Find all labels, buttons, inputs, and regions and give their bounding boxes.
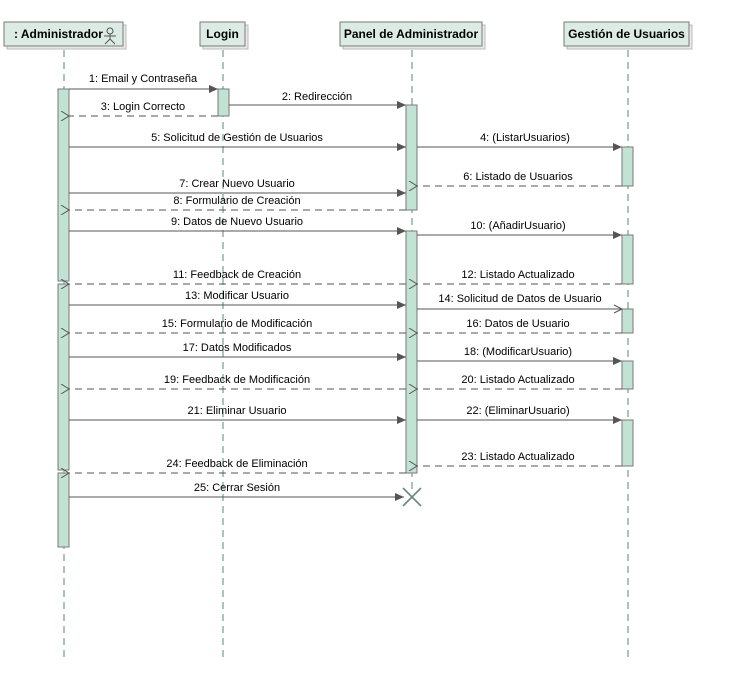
header-panel[interactable]: Panel de Administrador xyxy=(339,21,486,50)
message-7[interactable]: 7: Crear Nuevo Usuario xyxy=(69,178,406,197)
message-11-label: 11: Feedback de Creación xyxy=(173,269,301,281)
message-23-label: 23: Listado Actualizado xyxy=(461,451,574,463)
message-8-label: 8: Formulario de Creación xyxy=(173,195,300,207)
message-13-label: 13: Modificar Usuario xyxy=(185,290,289,302)
header-login-label: Login xyxy=(206,27,239,41)
message-21-label: 21: Eliminar Usuario xyxy=(187,405,286,417)
message-6[interactable]: 6: Listado de Usuarios xyxy=(417,171,622,186)
message-14[interactable]: 14: Solicitud de Datos de Usuario xyxy=(417,293,624,314)
message-18-label: 18: (ModificarUsuario) xyxy=(464,346,572,358)
activation-admin-1 xyxy=(57,88,70,282)
header-login[interactable]: Login xyxy=(199,21,249,50)
message-19-label: 19: Feedback de Modificación xyxy=(164,374,310,386)
message-1[interactable]: 1: Email y Contraseña xyxy=(69,73,218,93)
message-15-label: 15: Formulario de Modificación xyxy=(162,318,312,330)
message-20[interactable]: 20: Listado Actualizado xyxy=(417,374,622,389)
activation-gestion-5 xyxy=(621,419,634,467)
message-5[interactable]: 5: Solicitud de Gestión de Usuarios xyxy=(69,132,406,151)
message-15[interactable]: 15: Formulario de Modificación xyxy=(69,318,406,333)
message-7-label: 7: Crear Nuevo Usuario xyxy=(179,178,295,190)
actor-icon xyxy=(104,27,116,45)
header-gestion[interactable]: Gestión de Usuarios xyxy=(563,21,693,50)
message-17-label: 17: Datos Modificados xyxy=(183,342,292,354)
activation-gestion-4 xyxy=(621,360,634,390)
message-17[interactable]: 17: Datos Modificados xyxy=(69,342,406,361)
message-16-label: 16: Datos de Usuario xyxy=(466,318,569,330)
message-5-label: 5: Solicitud de Gestión de Usuarios xyxy=(151,132,323,144)
message-2-label: 2: Redirección xyxy=(282,91,352,103)
message-4[interactable]: 4: (ListarUsuarios) xyxy=(417,132,622,151)
messages: 1: Email y Contraseña 2: Redirección 3: … xyxy=(69,73,624,501)
message-8[interactable]: 8: Formulario de Creación xyxy=(69,195,406,210)
message-6-label: 6: Listado de Usuarios xyxy=(463,171,573,183)
message-10-label: 10: (AñadirUsuario) xyxy=(470,220,565,232)
activation-panel-1 xyxy=(405,104,418,211)
header-gestion-label: Gestión de Usuarios xyxy=(568,27,685,41)
message-22-label: 22: (EliminarUsuario) xyxy=(466,405,569,417)
header-administrador[interactable]: : Administrador xyxy=(3,21,127,50)
activation-admin-3 xyxy=(57,472,70,548)
activation-admin-2 xyxy=(57,283,70,471)
message-13[interactable]: 13: Modificar Usuario xyxy=(69,290,406,309)
message-21[interactable]: 21: Eliminar Usuario xyxy=(69,405,406,424)
activation-gestion-1 xyxy=(621,146,634,187)
message-16[interactable]: 16: Datos de Usuario xyxy=(417,318,622,333)
message-3-label: 3: Login Correcto xyxy=(101,101,185,113)
message-12[interactable]: 12: Listado Actualizado xyxy=(417,269,622,284)
activation-gestion-3 xyxy=(621,308,634,334)
header-administrador-label: : Administrador xyxy=(14,27,103,41)
message-24-label: 24: Feedback de Eliminación xyxy=(166,458,307,470)
message-4-label: 4: (ListarUsuarios) xyxy=(480,132,570,144)
message-9[interactable]: 9: Datos de Nuevo Usuario xyxy=(69,216,406,235)
message-23[interactable]: 23: Listado Actualizado xyxy=(417,451,622,466)
message-10[interactable]: 10: (AñadirUsuario) xyxy=(417,220,622,239)
message-22[interactable]: 22: (EliminarUsuario) xyxy=(417,405,622,424)
activation-login xyxy=(217,88,230,117)
message-20-label: 20: Listado Actualizado xyxy=(461,374,574,386)
activation-gestion-2 xyxy=(621,234,634,285)
activation-panel-2 xyxy=(405,230,418,474)
message-19[interactable]: 19: Feedback de Modificación xyxy=(69,374,406,389)
message-24[interactable]: 24: Feedback de Eliminación xyxy=(69,458,406,473)
destroy-x-icon xyxy=(402,487,422,507)
message-18[interactable]: 18: (ModificarUsuario) xyxy=(417,346,622,365)
message-9-label: 9: Datos de Nuevo Usuario xyxy=(171,216,303,228)
header-panel-label: Panel de Administrador xyxy=(344,27,479,41)
message-12-label: 12: Listado Actualizado xyxy=(461,269,574,281)
message-11[interactable]: 11: Feedback de Creación xyxy=(69,269,406,284)
message-14-label: 14: Solicitud de Datos de Usuario xyxy=(438,293,601,305)
message-25[interactable]: 25: Cerrar Sesión xyxy=(69,482,404,501)
message-25-label: 25: Cerrar Sesión xyxy=(194,482,280,494)
message-3[interactable]: 3: Login Correcto xyxy=(69,101,218,116)
message-1-label: 1: Email y Contraseña xyxy=(89,73,198,85)
message-2[interactable]: 2: Redirección xyxy=(229,91,406,109)
